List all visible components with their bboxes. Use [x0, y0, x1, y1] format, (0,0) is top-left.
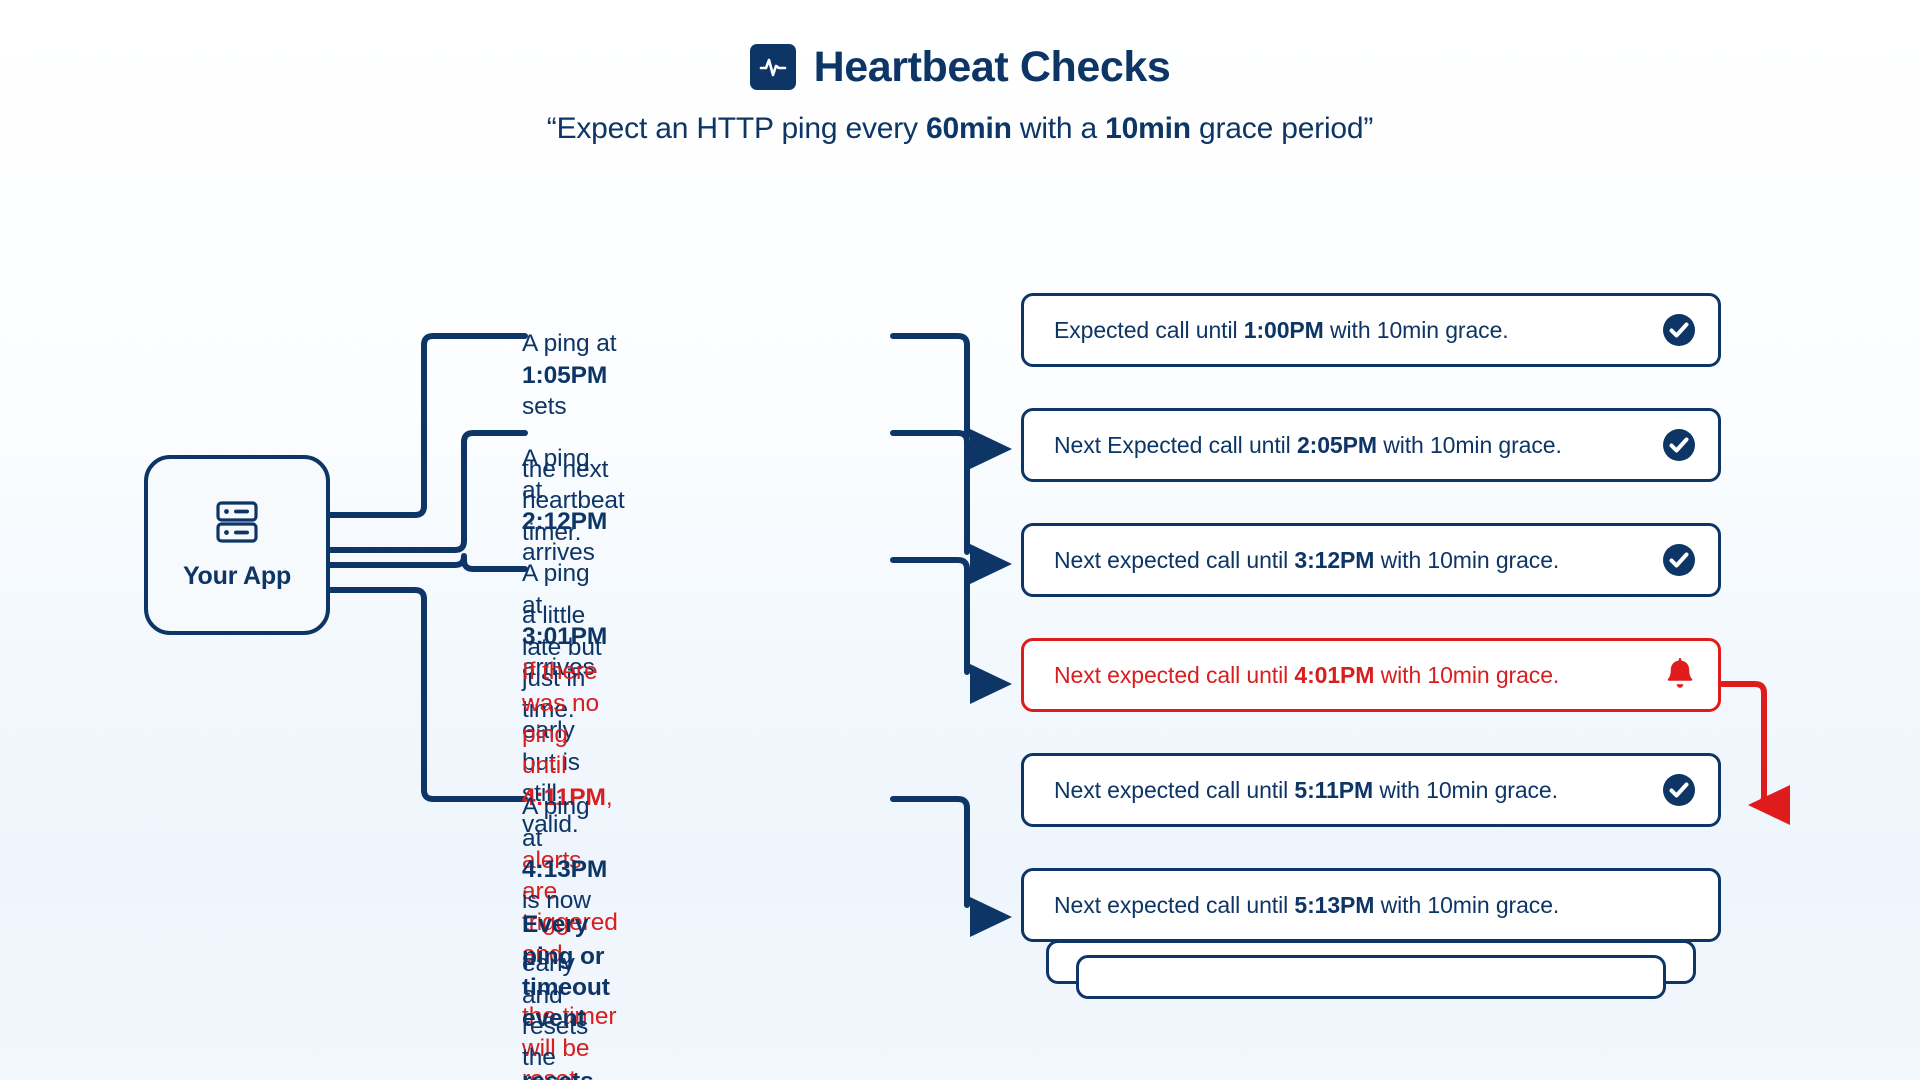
page-header: Heartbeat Checks “Expect an HTTP ping ev…	[0, 0, 1920, 146]
card-3-prefix: Next expected call until	[1054, 546, 1295, 573]
note-2-time: 2:12PM	[522, 508, 608, 536]
card-1-time: 1:00PM	[1243, 316, 1324, 343]
card-2-text: Next Expected call until 2:05PM with 10m…	[1054, 432, 1562, 459]
arrowhead-card6	[970, 897, 1012, 937]
note-5-prefix: A ping at	[522, 793, 590, 852]
check-circle-icon	[1662, 543, 1696, 577]
note-1-suffix: sets	[522, 393, 567, 421]
page-subtitle: “Expect an HTTP ping every 60min with a …	[0, 112, 1920, 146]
subtitle-grace: 10min	[1105, 112, 1191, 145]
card-1-text: Expected call until 1:00PM with 10min gr…	[1054, 317, 1509, 344]
branch-to-note-5	[327, 587, 528, 802]
elbow-note3-to-card4	[890, 557, 970, 675]
branch-to-note-2	[327, 430, 528, 553]
card-5-prefix: Next expected call until	[1054, 776, 1295, 803]
expectation-card-6[interactable]: Next expected call until 5:13PM with 10m…	[1021, 868, 1721, 942]
note-2-line2: a little late but just in time.	[522, 602, 602, 724]
expectation-card-2[interactable]: Next Expected call until 2:05PM with 10m…	[1021, 408, 1721, 482]
expectation-card-1[interactable]: Expected call until 1:00PM with 10min gr…	[1021, 293, 1721, 367]
card-3-time: 3:12PM	[1294, 546, 1375, 573]
your-app-label: Your App	[182, 562, 292, 590]
heartbeat-pulse-icon	[749, 44, 796, 90]
note-6-line2: resets the timer.	[522, 1068, 594, 1080]
note-summary: Every ping or timeout event resets the t…	[522, 878, 610, 1080]
alert-loop-line	[1719, 681, 1783, 808]
card-6-prefix: Next expected call until	[1054, 891, 1295, 918]
branch-to-note-3	[327, 553, 528, 572]
card-5-text: Next expected call until 5:11PM with 10m…	[1054, 777, 1558, 804]
card-3-suffix: with 10min grace.	[1374, 546, 1560, 573]
card-1-prefix: Expected call until	[1054, 316, 1244, 343]
note-ping-212pm: A ping at 2:12PM arrives a little late b…	[522, 412, 607, 726]
card-4-time: 4:01PM	[1294, 661, 1375, 688]
note-3-time: 3:01PM	[522, 623, 608, 651]
note-1-time: 1:05PM	[522, 361, 608, 389]
card-6-suffix: with 10min grace.	[1374, 891, 1560, 918]
subtitle-prefix: “Expect an HTTP ping every	[546, 112, 926, 145]
check-circle-icon	[1662, 428, 1696, 462]
elbow-note2-to-card3	[890, 430, 970, 555]
arrowhead-card3	[970, 544, 1012, 584]
your-app-node[interactable]: Your App	[144, 455, 330, 635]
note-4-suffix: ,	[605, 783, 613, 811]
subtitle-interval: 60min	[926, 112, 1012, 145]
card-4-text: Next expected call until 4:01PM with 10m…	[1054, 662, 1559, 689]
expectation-card-4[interactable]: Next expected call until 4:01PM with 10m…	[1021, 638, 1721, 712]
branch-to-note-1	[327, 333, 528, 518]
card-5-suffix: with 10min grace.	[1373, 776, 1558, 803]
server-rack-icon	[212, 499, 262, 550]
check-circle-icon	[1662, 773, 1696, 807]
note-1-prefix: A ping at	[522, 330, 617, 358]
note-6-line1: Every ping or timeout event	[522, 911, 610, 1033]
card-stack-ghost-2	[1076, 955, 1666, 999]
card-1-suffix: with 10min grace.	[1323, 316, 1509, 343]
page-title: Heartbeat Checks	[813, 42, 1171, 91]
arrowhead-card2	[970, 429, 1012, 469]
note-4-time: 4:11PM	[522, 783, 606, 811]
arrowhead-card4	[970, 664, 1012, 704]
expectation-card-3[interactable]: Next expected call until 3:12PM with 10m…	[1021, 523, 1721, 597]
card-6-time: 5:13PM	[1294, 891, 1375, 918]
card-2-prefix: Next Expected call until	[1054, 431, 1297, 458]
elbow-note5-to-card6	[890, 796, 970, 908]
subtitle-middle: with a	[1011, 112, 1106, 145]
card-3-text: Next expected call until 3:12PM with 10m…	[1054, 547, 1559, 574]
note-2-prefix: A ping at	[522, 445, 590, 504]
subtitle-suffix: grace period”	[1190, 112, 1374, 145]
arrowheads	[970, 429, 1012, 937]
card-4-suffix: with 10min grace.	[1374, 661, 1560, 688]
card-4-prefix: Next expected call until	[1054, 661, 1295, 688]
card-6-text: Next expected call until 5:13PM with 10m…	[1054, 892, 1559, 919]
title-row: Heartbeat Checks	[0, 44, 1920, 90]
check-circle-icon	[1662, 313, 1696, 347]
alert-bell-icon	[1664, 658, 1696, 692]
note-3-prefix: A ping at	[522, 560, 590, 619]
alert-loop-arrowhead	[1748, 785, 1790, 825]
card-2-suffix: with 10min grace.	[1376, 431, 1562, 458]
note-2-suffix: arrives	[522, 539, 595, 567]
card-2-time: 2:05PM	[1296, 431, 1377, 458]
elbow-note1-to-card2	[890, 333, 970, 440]
expectation-card-5[interactable]: Next expected call until 5:11PM with 10m…	[1021, 753, 1721, 827]
card-5-time: 5:11PM	[1294, 776, 1374, 803]
note-3-suffix: arrives	[522, 654, 595, 682]
